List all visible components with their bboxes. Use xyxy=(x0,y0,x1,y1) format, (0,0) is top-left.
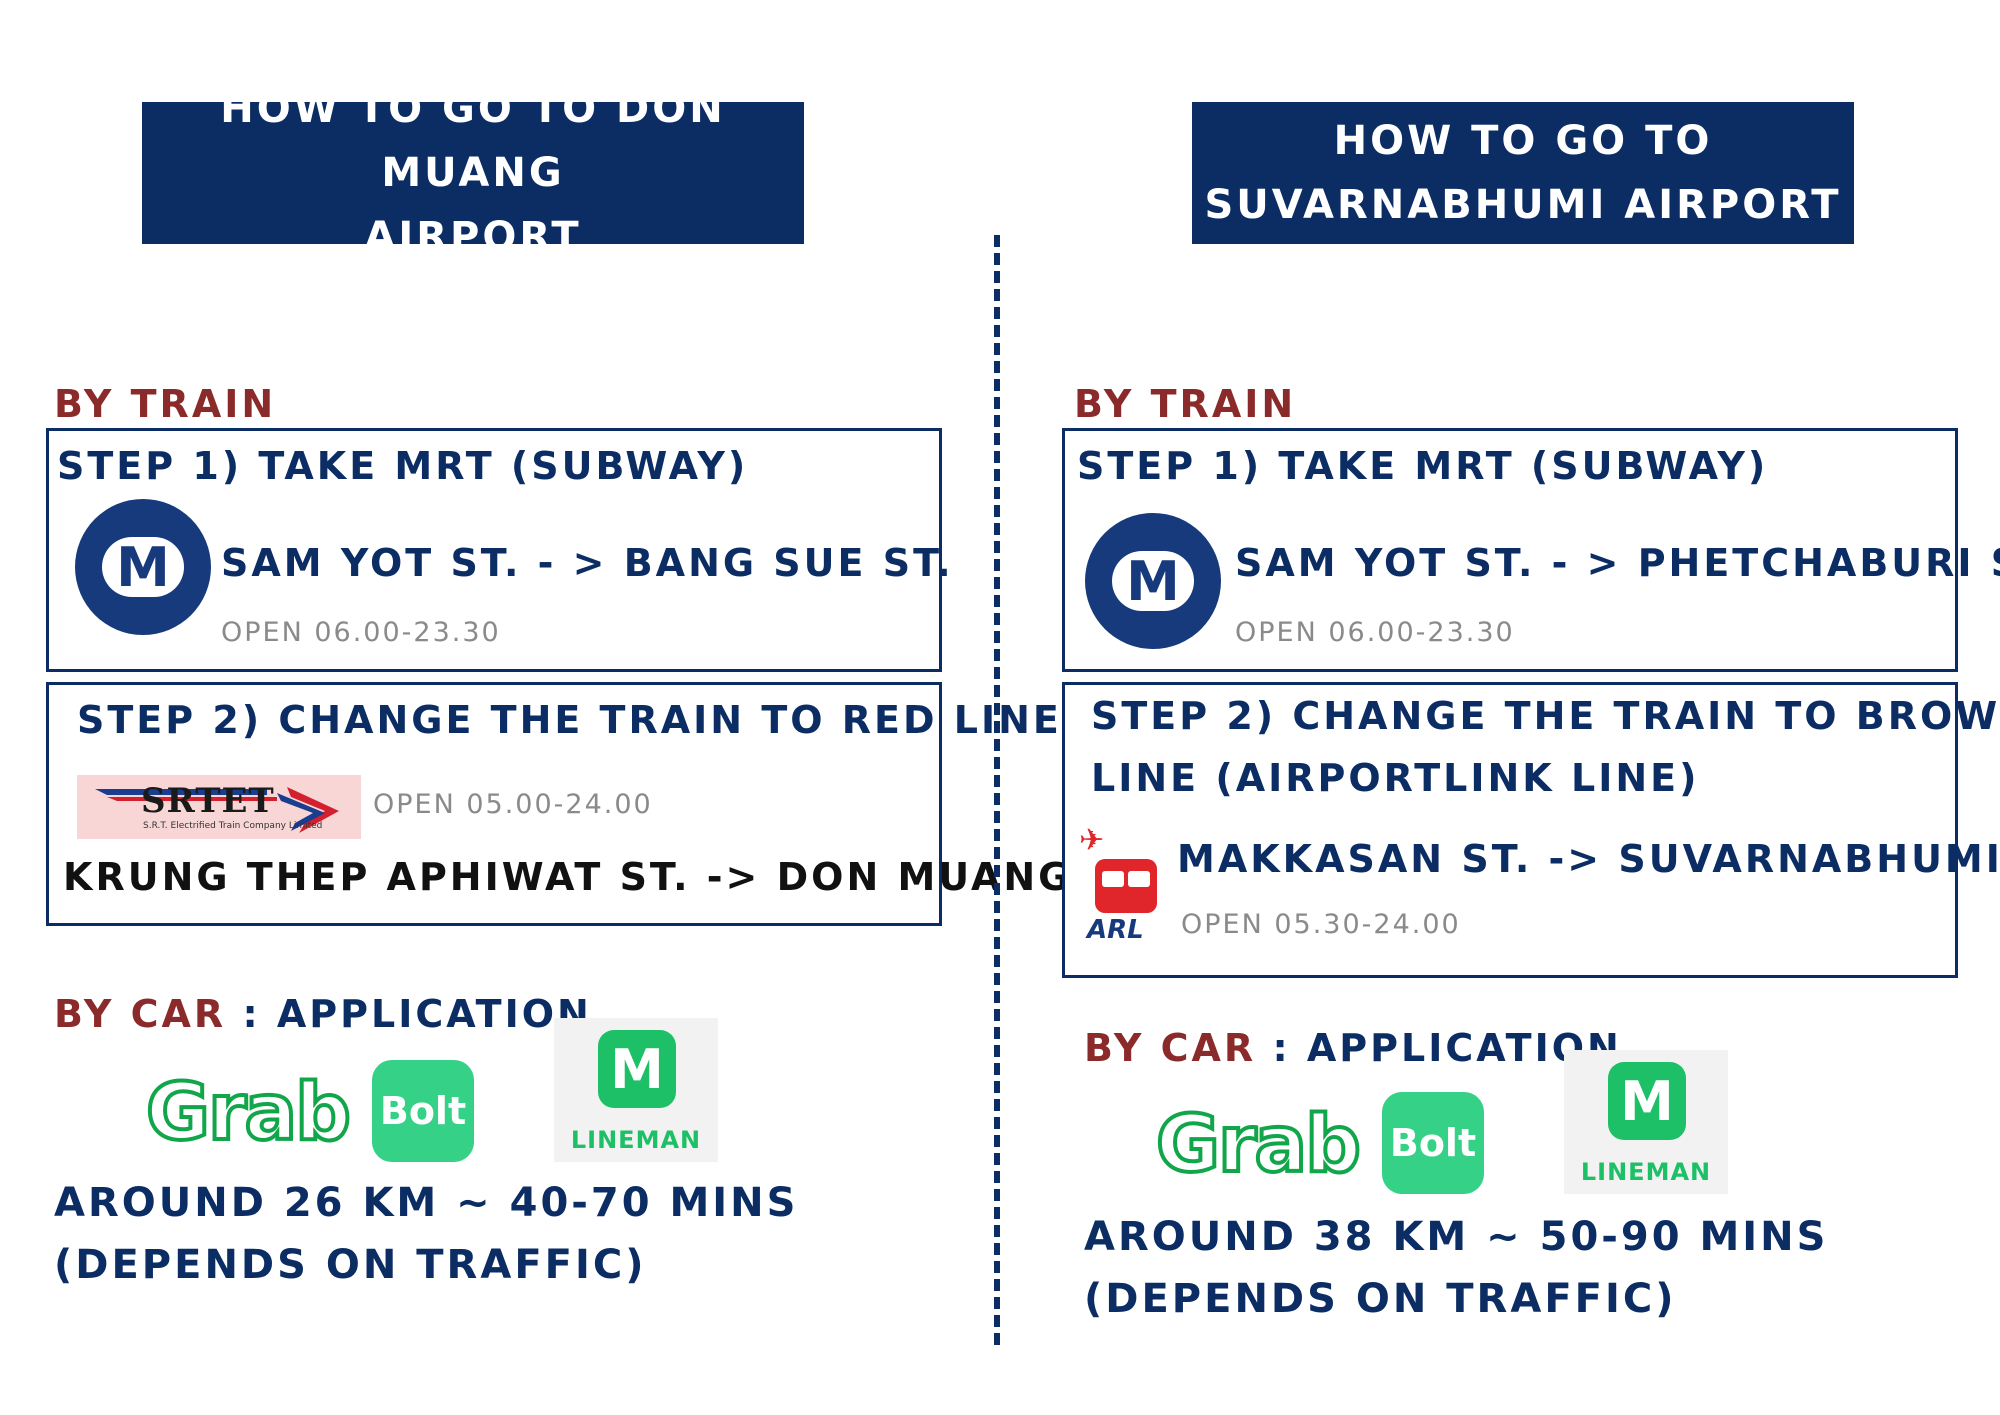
srtet-word: SRTET xyxy=(141,781,275,821)
right-by-car-text: BY CAR xyxy=(1084,1026,1257,1070)
lineman-logo: M LINEMAN xyxy=(554,1018,718,1162)
left-step1-hours: OPEN 06.00-23.30 xyxy=(221,617,501,648)
left-by-train-label: BY TRAIN xyxy=(54,382,277,426)
right-distance: AROUND 38 KM ~ 50-90 MINS (DEPENDS ON TR… xyxy=(1084,1206,1828,1330)
left-step2-box: STEP 2) CHANGE THE TRAIN TO RED LINE SRT… xyxy=(46,682,1069,926)
right-step2-title-line2: LINE (AIRPORTLINK LINE) xyxy=(1091,756,1700,800)
left-distance-line1: AROUND 26 KM ~ 40-70 MINS xyxy=(54,1180,799,1226)
left-step1-title: STEP 1) TAKE MRT (SUBWAY) xyxy=(57,444,749,488)
grab-logo-right: Grab xyxy=(1154,1100,1363,1190)
right-step2-hours: OPEN 05.30-24.00 xyxy=(1181,909,1461,940)
mrt-logo-letter: M xyxy=(102,536,184,599)
left-title-banner: HOW TO GO TO DON MUANG AIRPORT xyxy=(142,86,804,260)
left-step2-title: STEP 2) CHANGE THE TRAIN TO RED LINE xyxy=(77,698,1062,742)
right-title-line2: SUVARNABHUMI AIRPORT xyxy=(1204,182,1842,228)
srtet-logo: SRTET S.R.T. Electrified Train Company L… xyxy=(77,775,361,839)
right-step2-route: MAKKASAN ST. -> SUVARNABHUMI ST. xyxy=(1177,837,2000,881)
right-step2-title: STEP 2) CHANGE THE TRAIN TO BROWN LINE (… xyxy=(1091,685,2000,809)
grab-logo: Grab xyxy=(144,1068,353,1158)
right-by-train-label: BY TRAIN xyxy=(1074,382,1297,426)
left-step1-route: SAM YOT ST. - > BANG SUE ST. xyxy=(221,541,954,585)
column-divider xyxy=(994,235,1000,1345)
bolt-logo: Bolt xyxy=(372,1060,474,1162)
right-distance-line1: AROUND 38 KM ~ 50-90 MINS xyxy=(1084,1214,1829,1260)
airplane-icon: ✈ xyxy=(1079,823,1105,858)
mrt-logo-right: M xyxy=(1085,513,1221,649)
right-step1-hours: OPEN 06.00-23.30 xyxy=(1235,617,1515,648)
lineman-logo-right-letter: M xyxy=(1608,1062,1686,1140)
left-by-car-text: BY CAR xyxy=(54,992,227,1036)
right-step2-title-line1: STEP 2) CHANGE THE TRAIN TO BROWN xyxy=(1091,694,2000,738)
left-title-line2: AIRPORT xyxy=(364,214,582,260)
right-by-car-app: : APPLICATION xyxy=(1272,1026,1622,1070)
srtet-stripes-icon xyxy=(95,787,339,833)
lineman-logo-text: LINEMAN xyxy=(570,1126,702,1154)
train-icon xyxy=(1095,859,1157,913)
arl-logo-label: ARL xyxy=(1087,915,1144,945)
right-step1-route: SAM YOT ST. - > PHETCHABURI ST. xyxy=(1235,541,2000,585)
right-by-car-label: BY CAR : APPLICATION xyxy=(1084,1026,1622,1070)
right-title-line1: HOW TO GO TO xyxy=(1333,118,1713,164)
mrt-logo: M xyxy=(75,499,211,635)
left-step2-hours: OPEN 05.00-24.00 xyxy=(373,789,653,820)
right-step2-box: STEP 2) CHANGE THE TRAIN TO BROWN LINE (… xyxy=(1062,682,2000,978)
mrt-logo-right-letter: M xyxy=(1112,550,1194,613)
right-distance-line2: (DEPENDS ON TRAFFIC) xyxy=(1084,1276,1677,1322)
left-step2-route: KRUNG THEP APHIWAT ST. -> DON MUANG xyxy=(63,855,1073,899)
left-distance: AROUND 26 KM ~ 40-70 MINS (DEPENDS ON TR… xyxy=(54,1172,798,1296)
lineman-logo-letter: M xyxy=(598,1030,676,1108)
left-title-line1: HOW TO GO TO DON MUANG xyxy=(220,86,726,196)
lineman-logo-right-text: LINEMAN xyxy=(1580,1158,1712,1186)
bolt-logo-right: Bolt xyxy=(1382,1092,1484,1194)
left-step1-box: STEP 1) TAKE MRT (SUBWAY) M SAM YOT ST. … xyxy=(46,428,951,672)
right-step1-box: STEP 1) TAKE MRT (SUBWAY) M SAM YOT ST. … xyxy=(1062,428,2000,672)
left-distance-line2: (DEPENDS ON TRAFFIC) xyxy=(54,1242,647,1288)
right-title-banner: HOW TO GO TO SUVARNABHUMI AIRPORT xyxy=(1192,102,1854,244)
srtet-subtitle: S.R.T. Electrified Train Company Limited xyxy=(143,821,323,831)
arl-logo: ✈ ARL xyxy=(1079,823,1169,945)
lineman-logo-right: M LINEMAN xyxy=(1564,1050,1728,1194)
left-by-car-app: : APPLICATION xyxy=(242,992,592,1036)
left-by-car-label: BY CAR : APPLICATION xyxy=(54,992,592,1036)
right-step1-title: STEP 1) TAKE MRT (SUBWAY) xyxy=(1077,444,1769,488)
